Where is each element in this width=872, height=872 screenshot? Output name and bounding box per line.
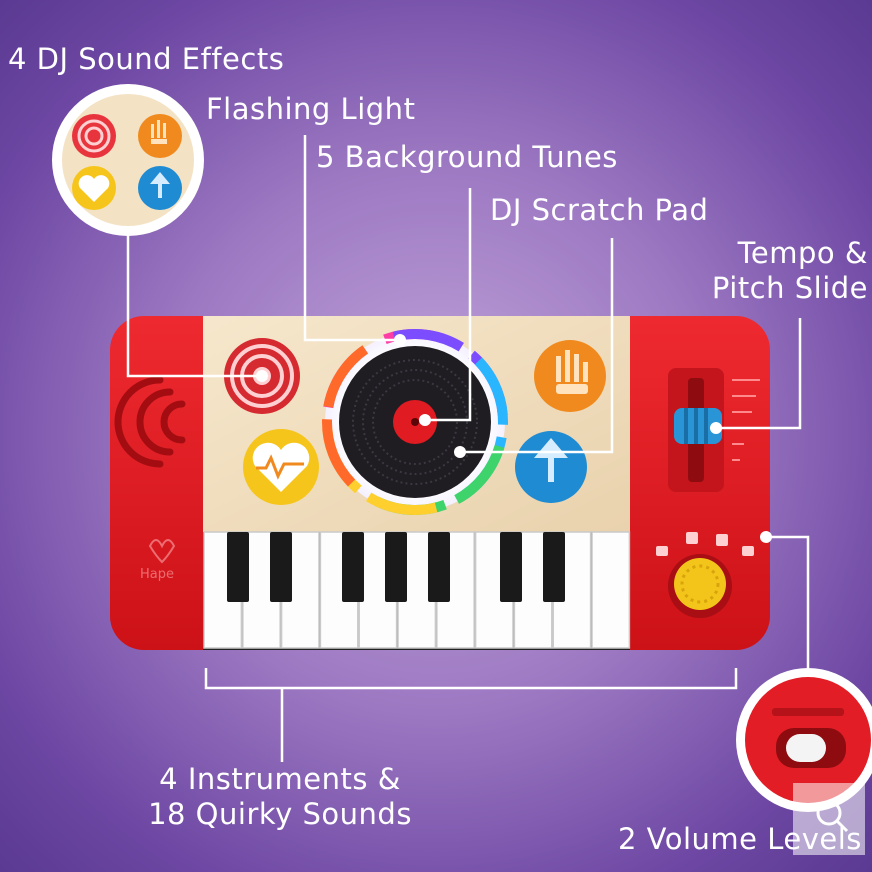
label-flashing-light: Flashing Light bbox=[206, 92, 416, 126]
pad-yellow-effect[interactable] bbox=[243, 429, 319, 505]
callout-dot-effects bbox=[256, 370, 268, 382]
label-instruments-line2: 18 Quirky Sounds bbox=[148, 797, 412, 831]
volume-knob[interactable] bbox=[668, 554, 732, 618]
instrument-selector-icons bbox=[656, 532, 754, 556]
label-scratch-pad: DJ Scratch Pad bbox=[490, 193, 709, 227]
hape-logo: Hape bbox=[140, 539, 176, 582]
label-sound-effects: 4 DJ Sound Effects bbox=[8, 42, 285, 76]
label-tempo-line1: Tempo & bbox=[737, 236, 868, 270]
callout-dot-tempo bbox=[710, 422, 722, 434]
label-tempo-line2: Pitch Slide bbox=[711, 271, 868, 305]
magnifier-icon[interactable] bbox=[793, 783, 865, 855]
callout-dot-volume bbox=[760, 531, 772, 543]
piano-keys[interactable] bbox=[203, 531, 631, 650]
callout-dot-scratch bbox=[454, 446, 466, 458]
volume-switch[interactable] bbox=[786, 734, 826, 762]
svg-text:Hape: Hape bbox=[140, 567, 174, 582]
label-instruments-line1: 4 Instruments & bbox=[159, 762, 401, 796]
callout-dot-tunes bbox=[419, 414, 431, 426]
pad-orange-effect[interactable] bbox=[534, 340, 606, 412]
label-background-tunes: 5 Background Tunes bbox=[316, 140, 618, 174]
callout-dot-light bbox=[394, 334, 406, 346]
speaker-icon bbox=[114, 376, 186, 468]
tempo-pitch-slider[interactable] bbox=[668, 368, 760, 492]
